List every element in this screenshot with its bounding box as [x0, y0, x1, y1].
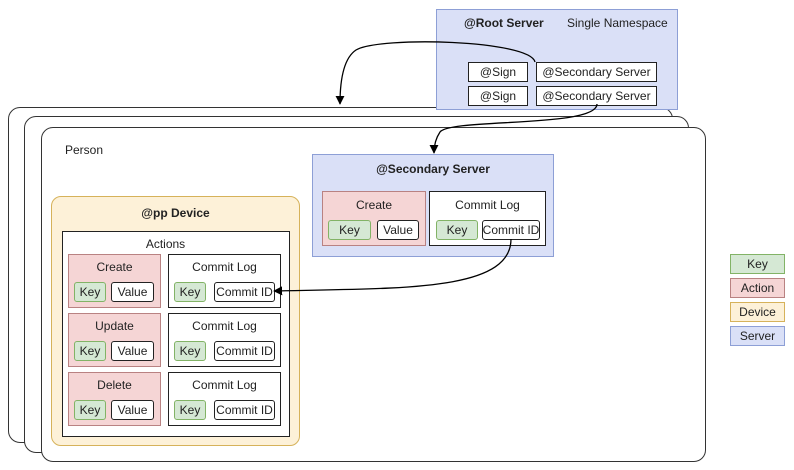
key-box: Key	[74, 341, 106, 361]
key-box: Key	[74, 282, 106, 302]
update-action: Update Key Value	[68, 313, 161, 367]
commit-log: Commit Log Key Commit ID	[168, 372, 281, 426]
pp-device: @pp Device Actions Create Key Value Comm…	[51, 196, 300, 446]
action-label: Update	[95, 319, 134, 333]
commit-log-label: Commit Log	[192, 378, 257, 392]
key-box: Key	[328, 220, 371, 240]
commit-log: Commit Log Key Commit ID	[168, 313, 281, 367]
action-label: Delete	[97, 378, 132, 392]
key-box: Key	[74, 400, 106, 420]
device-title: @pp Device	[141, 206, 210, 220]
key-box: Key	[174, 341, 206, 361]
commit-id-box: Commit ID	[214, 341, 275, 361]
legend-server: Server	[730, 326, 785, 346]
root-server-title: @Root Server	[464, 16, 544, 30]
key-box: Key	[174, 400, 206, 420]
secondary-server-title: @Secondary Server	[376, 162, 490, 176]
commit-id-box: Commit ID	[482, 220, 540, 240]
sign-box: @Sign	[468, 62, 528, 82]
create-action: Create Key Value	[322, 191, 426, 246]
legend-device: Device	[730, 302, 785, 322]
commit-log-label: Commit Log	[192, 319, 257, 333]
create-action: Create Key Value	[68, 254, 161, 308]
key-box: Key	[436, 220, 478, 240]
action-label: Create	[96, 260, 133, 274]
secondary-server-pointer: @Secondary Server	[536, 86, 657, 106]
delete-action: Delete Key Value	[68, 372, 161, 426]
secondary-server: @Secondary Server Create Key Value Commi…	[312, 154, 554, 257]
commit-log: Commit Log Key Commit ID	[429, 191, 546, 246]
commit-log-label: Commit Log	[192, 260, 257, 274]
sign-box: @Sign	[468, 86, 528, 106]
commit-log: Commit Log Key Commit ID	[168, 254, 281, 308]
value-box: Value	[111, 341, 154, 361]
actions-label: Actions	[145, 237, 186, 251]
create-label: Create	[355, 198, 393, 212]
person-label: Person	[65, 143, 104, 157]
value-box: Value	[111, 400, 154, 420]
commit-id-box: Commit ID	[214, 400, 275, 420]
legend-key: Key	[730, 254, 785, 274]
key-box: Key	[174, 282, 206, 302]
namespace-label: Single Namespace	[567, 16, 668, 30]
value-box: Value	[377, 220, 419, 240]
commit-id-box: Commit ID	[214, 282, 275, 302]
root-server: @Root Server Single Namespace @Sign @Sec…	[436, 9, 678, 110]
actions-container: Actions Create Key Value Commit Log Key …	[62, 231, 290, 437]
secondary-server-pointer: @Secondary Server	[536, 62, 657, 82]
legend-action: Action	[730, 278, 785, 298]
commit-log-label: Commit Log	[455, 198, 520, 212]
value-box: Value	[111, 282, 154, 302]
